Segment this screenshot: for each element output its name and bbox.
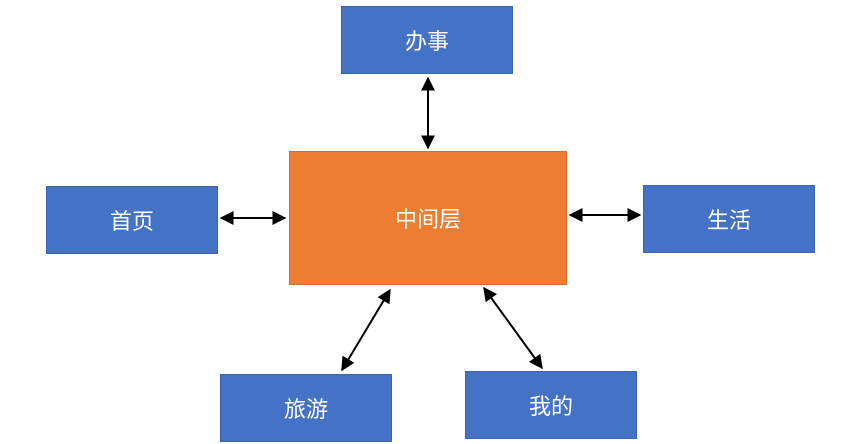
node-shenghuo[interactable]: 生活 <box>643 185 815 253</box>
node-middle-layer-label: 中间层 <box>394 208 461 233</box>
connector-bottom-right <box>483 286 543 370</box>
node-banshi[interactable]: 办事 <box>341 6 513 74</box>
connector-bottom-left <box>341 288 391 372</box>
node-banshi-label: 办事 <box>404 30 449 55</box>
node-shouye[interactable]: 首页 <box>46 186 218 254</box>
node-shenghuo-label: 生活 <box>706 209 751 234</box>
node-middle-layer[interactable]: 中间层 <box>289 151 567 285</box>
node-wode[interactable]: 我的 <box>465 371 637 439</box>
node-wode-label: 我的 <box>528 395 573 420</box>
node-lvyou[interactable]: 旅游 <box>220 374 392 442</box>
node-lvyou-label: 旅游 <box>283 398 328 423</box>
node-shouye-label: 首页 <box>109 210 154 235</box>
